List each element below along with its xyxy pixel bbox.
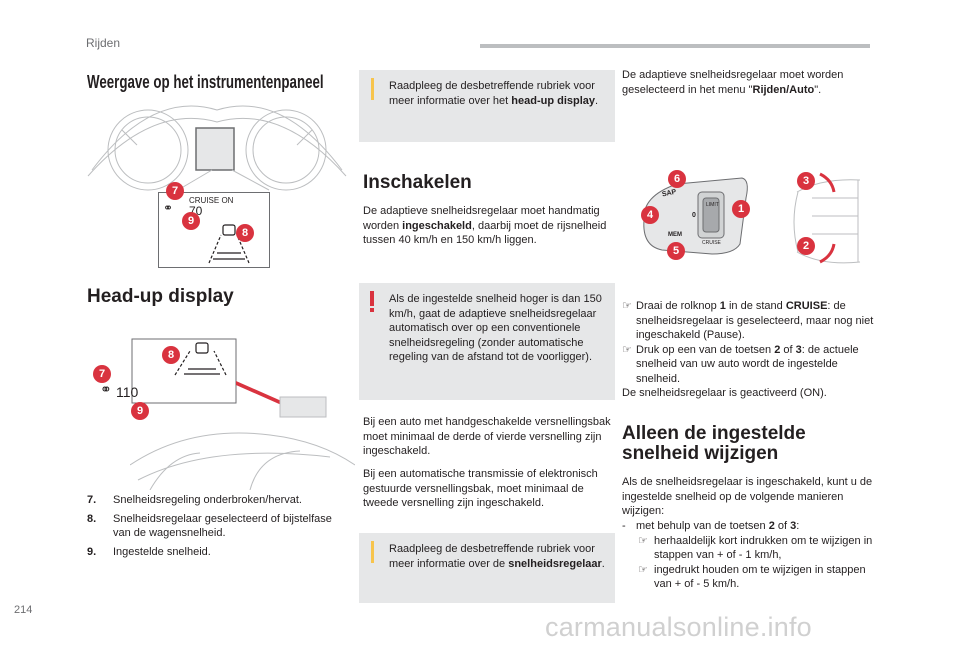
step-item-1: ☞ Draai de rolknop 1 in de stand CRUISE:… [622, 299, 884, 343]
callout-8-cluster: 8 [236, 224, 254, 242]
step-a: Druk op een van de toetsen [636, 343, 775, 356]
cruise-on-label: CRUISE ON [189, 196, 234, 205]
stalk-illustration: SAP LIMIT CRUISE MEM 0 [622, 158, 884, 268]
legend-text: Ingestelde snelheid. [113, 545, 211, 558]
legend-num: 7. [87, 494, 97, 506]
change-speed-paragraph: Als de snelheidsregelaar is ingeschakeld… [622, 476, 873, 517]
step-item-2: ☞ Druk op een van de toetsen 2 of 3: de … [622, 343, 884, 387]
change-speed-title-line2: snelheid wijzigen [622, 443, 779, 464]
step-d: : de actuele snelheid van uw auto wordt … [636, 343, 859, 385]
step-b2: CRUISE [785, 300, 828, 312]
warning-text: Als de ingestelde snelheid hoger is dan … [389, 293, 602, 363]
note-end: . [595, 94, 599, 107]
header-divider [480, 44, 870, 48]
info-note-hud: Raadpleeg de desbetreffende rubriek voor… [359, 70, 615, 142]
inschakelen-title: Inschakelen [363, 172, 472, 193]
note-end: . [601, 557, 605, 570]
info-icon [371, 78, 374, 100]
stalk-label-mem: MEM [668, 232, 682, 238]
step-b2: 3 [795, 343, 802, 356]
callout-9-hud: 9 [131, 402, 149, 420]
step-c: in de stand [725, 300, 786, 312]
p1-b: , daarbij moet de rijsnelheid tussen 40 … [363, 219, 607, 247]
step-b1: 1 [719, 300, 726, 312]
legend-list: 7. Snelheidsregeling onderbroken/hervat.… [87, 493, 337, 559]
callout-3-stalk: 3 [797, 172, 815, 190]
callout-2-stalk: 2 [797, 237, 815, 255]
arrow-bullet-icon: ☞ [622, 300, 632, 312]
change-speed-list: - met behulp van de toetsen 2 of 3: ☞ he… [622, 519, 884, 592]
info-icon [371, 541, 374, 563]
stalk-label-limit: LIMIT [706, 202, 719, 208]
instrument-cluster-illustration [82, 100, 352, 270]
hud-speedometer-icon: ⚭ [100, 381, 112, 397]
stalk-label-zero: 0 [692, 212, 696, 219]
dash-b1: 2 [768, 520, 775, 532]
legend-text: Snelheidsregeling onderbroken/hervat. [113, 494, 302, 506]
note-bold: snelheidsregelaar [508, 557, 602, 570]
callout-6-stalk: 6 [668, 170, 686, 188]
callout-9-cluster: 9 [182, 212, 200, 230]
hud-title: Head-up display [87, 286, 234, 307]
intro-bold: Rijden/Auto [752, 83, 815, 96]
callout-5-stalk: 5 [667, 242, 685, 260]
menu-selection-paragraph: De adaptieve snelheidsregelaar moet word… [622, 68, 882, 97]
warning-note: Als de ingestelde snelheid hoger is dan … [359, 283, 615, 400]
p1-a: De adaptieve snelheidsregelaar moet hand… [363, 205, 600, 232]
sub-bullet-text: ingedrukt houden om te wijzigen in stapp… [654, 563, 866, 591]
step-d: : de snelheidsregelaar is geselecteerd, … [636, 300, 874, 341]
legend-item-8: 8. Snelheidsregelaar geselecteerd of bij… [87, 512, 337, 541]
inschakelen-paragraph: De adaptieve snelheidsregelaar moet hand… [363, 204, 615, 248]
intro-b: ". [814, 83, 822, 96]
sub-bullet-1: ☞ herhaaldelijk kort indrukken om te wij… [622, 534, 884, 563]
legend-item-9: 9. Ingestelde snelheid. [87, 545, 337, 560]
note-bold: head-up display [511, 94, 596, 107]
callout-7-cluster: 7 [166, 182, 184, 200]
dash-a: met behulp van de toetsen [636, 520, 769, 532]
p1-bold: ingeschakeld [402, 219, 472, 232]
hud-illustration [129, 325, 356, 491]
callout-8-hud: 8 [162, 346, 180, 364]
watermark: carmanualsonline.info [545, 612, 812, 642]
change-speed-title-line1: Alleen de ingestelde [622, 423, 806, 444]
intro-a: De adaptieve snelheidsregelaar moet word… [622, 69, 844, 96]
step-b1: 2 [774, 343, 781, 356]
arrow-bullet-icon: ☞ [638, 534, 648, 547]
dash-bullet: - [622, 520, 626, 532]
speedometer-icon: ⚭ [163, 201, 174, 215]
note-text: Raadpleeg de desbetreffende rubriek voor… [389, 80, 595, 107]
dash-d: : [796, 520, 800, 532]
sub-bullet-text: herhaaldelijk kort indrukken om te wijzi… [654, 534, 873, 562]
legend-item-7: 7. Snelheidsregeling onderbroken/hervat. [87, 493, 337, 508]
note-text: Raadpleeg de desbetreffende rubriek voor… [389, 543, 595, 570]
activated-text: De snelheidsregelaar is geactiveerd (ON)… [622, 387, 827, 399]
step-a: Draai de rolknop [636, 300, 720, 312]
legend-text: Snelheidsregelaar geselecteerd of bijste… [113, 512, 332, 540]
callout-1-stalk: 1 [732, 200, 750, 218]
legend-num: 9. [87, 545, 97, 558]
step-c: of [780, 343, 796, 356]
manual-gearbox-paragraph: Bij een auto met handgeschakelde versnel… [363, 416, 611, 457]
instrument-panel-title: Weergave op het instrumentenpaneel [87, 72, 324, 92]
callout-7-hud: 7 [93, 365, 111, 383]
section-label: Rijden [86, 36, 121, 50]
dash-item: - met behulp van de toetsen 2 of 3: [622, 519, 884, 534]
arrow-bullet-icon: ☞ [622, 343, 632, 356]
arrow-bullet-icon: ☞ [638, 563, 648, 576]
hud-speed-value: 110 [116, 384, 139, 400]
stalk-label-cruise: CRUISE [702, 240, 721, 246]
automatic-gearbox-paragraph: Bij een automatische transmissie of elek… [363, 468, 598, 509]
callout-4-stalk: 4 [641, 206, 659, 224]
dash-c: of [774, 520, 791, 532]
sub-bullet-2: ☞ ingedrukt houden om te wijzigen in sta… [622, 563, 884, 592]
dash-b2: 3 [790, 520, 797, 532]
page-number: 214 [14, 604, 33, 616]
warning-icon [370, 291, 374, 312]
info-note-cruise: Raadpleeg de desbetreffende rubriek voor… [359, 533, 615, 603]
step-list: ☞ Draai de rolknop 1 in de stand CRUISE:… [622, 299, 884, 401]
legend-num: 8. [87, 512, 97, 525]
change-speed-title: Alleen de ingestelde snelheid wijzigen [622, 424, 806, 464]
